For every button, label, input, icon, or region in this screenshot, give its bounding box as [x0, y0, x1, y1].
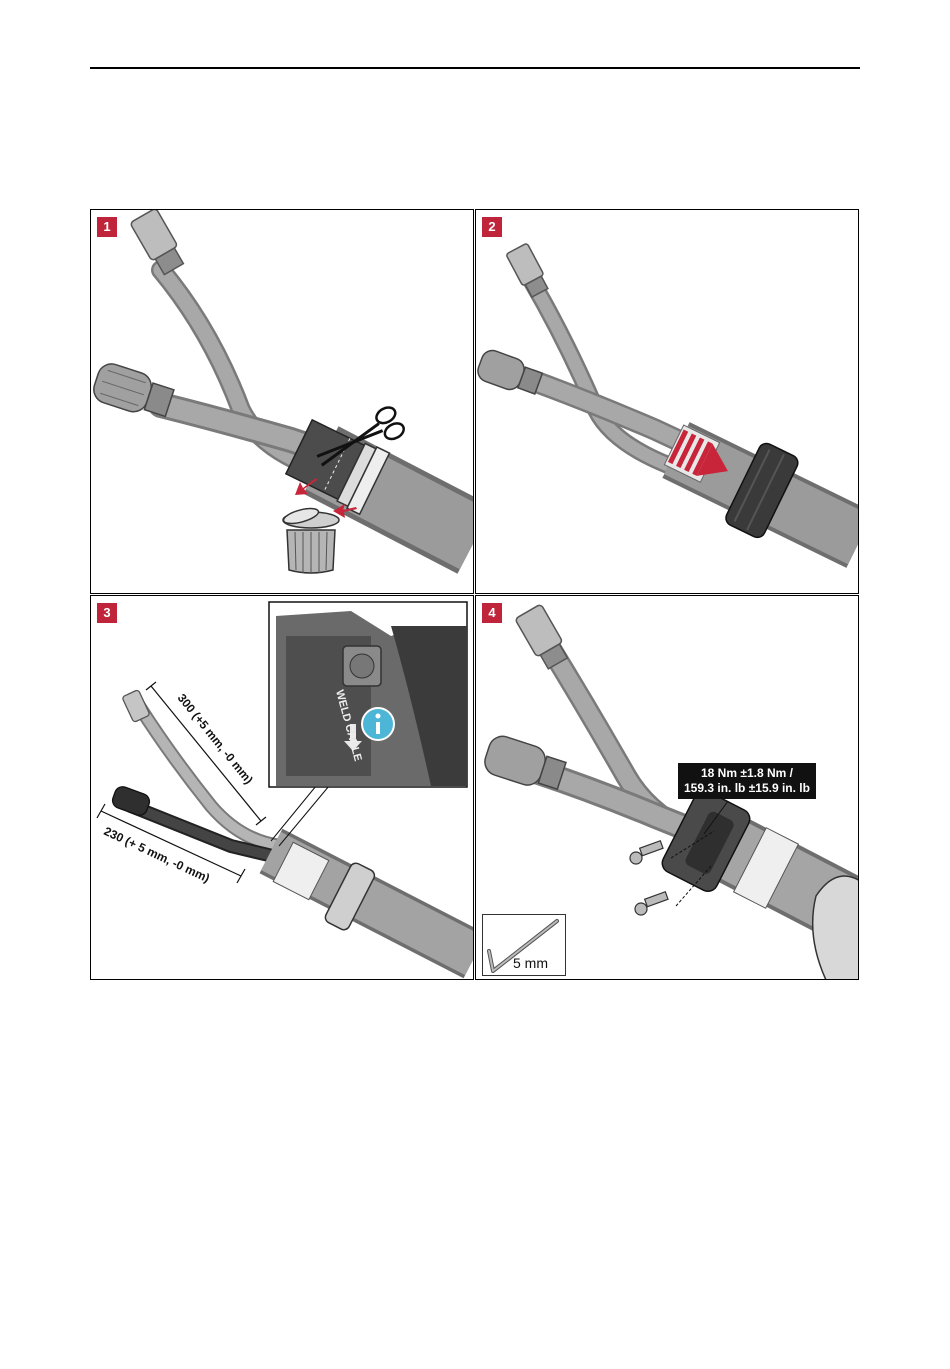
step-number-badge: 4: [482, 603, 502, 623]
header-rule: [90, 67, 860, 69]
step-panel-4: 18 Nm ±1.8 Nm / 159.3 in. lb ±15.9 in. l…: [475, 595, 859, 980]
torque-spec-label: 18 Nm ±1.8 Nm / 159.3 in. lb ±15.9 in. l…: [678, 763, 816, 799]
step-1-illustration: [91, 210, 474, 594]
step-panel-1: 1: [90, 209, 474, 594]
step-3-illustration: 300 (+5 mm, -0 mm) 230 (+ 5 mm, -0 mm) W…: [91, 596, 474, 980]
step-2-illustration: [476, 210, 859, 594]
hex-key-size-label: 5 mm: [513, 955, 548, 971]
instruction-grid: 1: [90, 209, 861, 982]
step-panel-2: 2: [475, 209, 859, 594]
hex-key-tool-box: 5 mm: [482, 914, 566, 976]
step-number-badge: 2: [482, 217, 502, 237]
torque-line-1: 18 Nm ±1.8 Nm /: [684, 766, 810, 781]
step-number-badge: 3: [97, 603, 117, 623]
step-number-badge: 1: [97, 217, 117, 237]
step-panel-3: 300 (+5 mm, -0 mm) 230 (+ 5 mm, -0 mm) W…: [90, 595, 474, 980]
torque-line-2: 159.3 in. lb ±15.9 in. lb: [684, 781, 810, 796]
